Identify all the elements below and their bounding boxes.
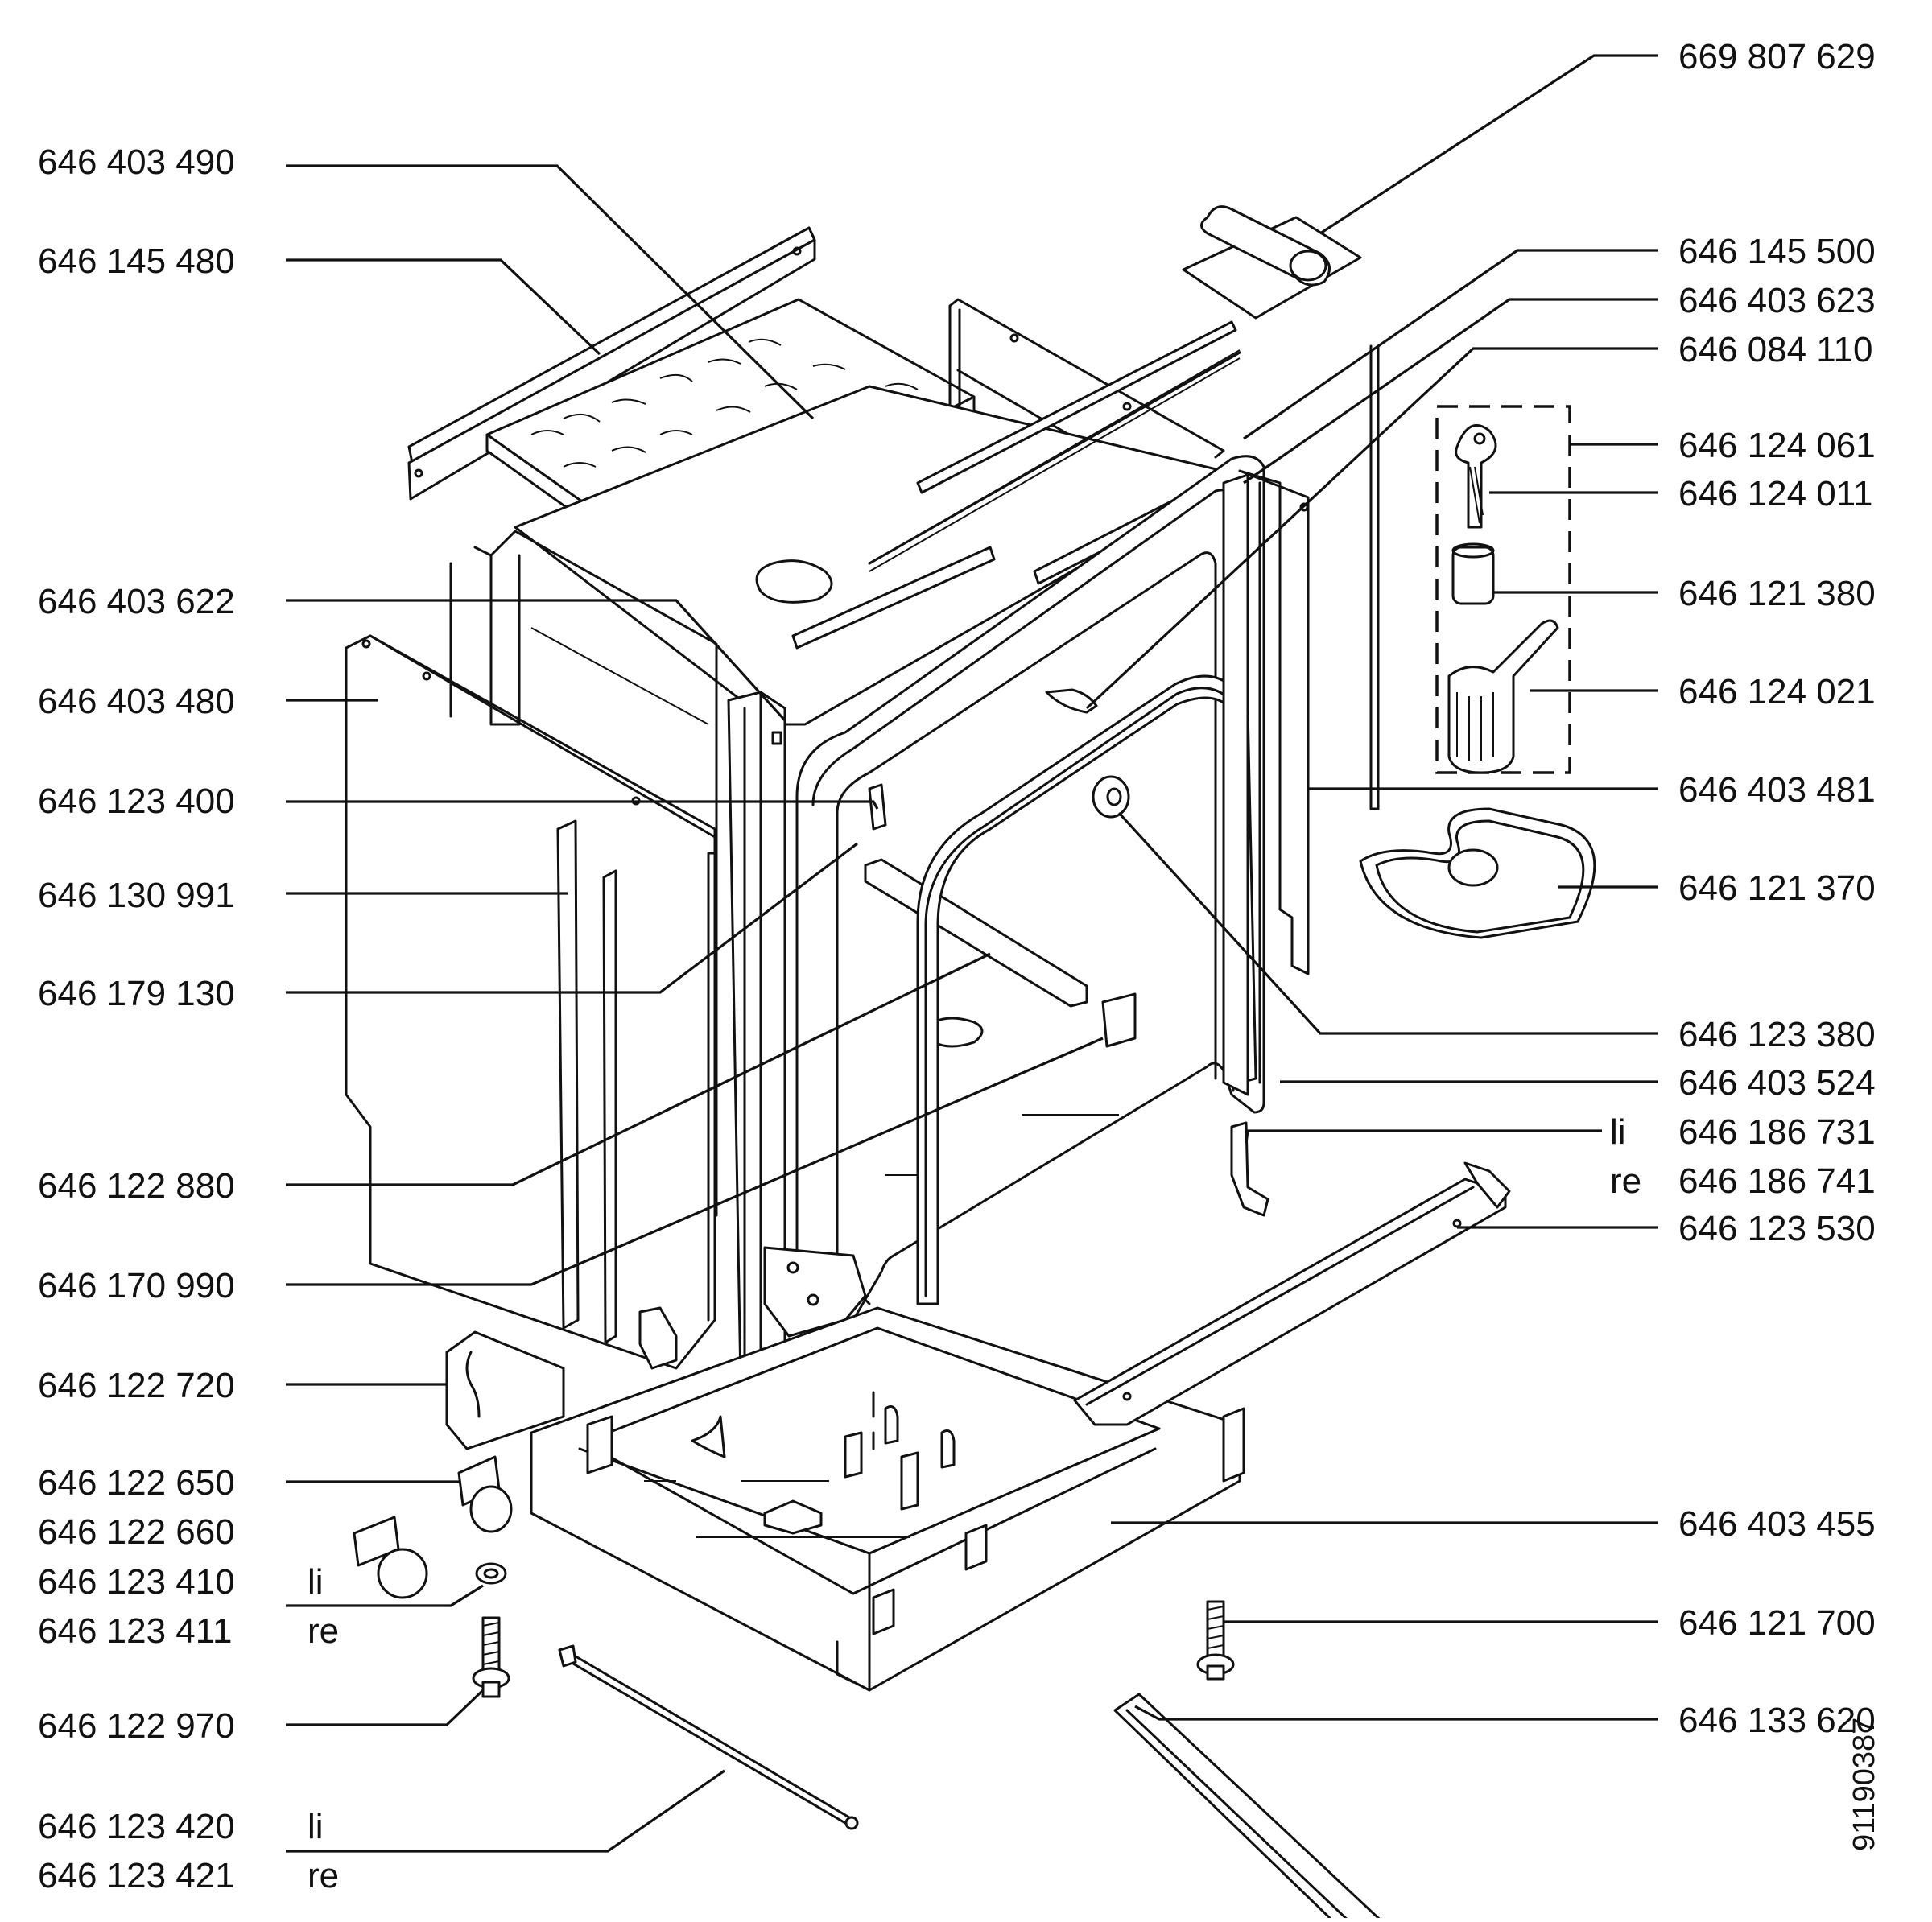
part-label: 646 403 622	[38, 582, 235, 621]
part-label: 669 807 629	[1678, 37, 1876, 76]
part-label: 646 121 700	[1678, 1603, 1876, 1643]
part-label: 646 123 420	[38, 1807, 235, 1846]
filter-plate	[1359, 807, 1596, 939]
cable	[558, 1644, 859, 1830]
leader-lines	[286, 54, 1658, 1853]
part-label: 646 145 480	[38, 241, 235, 281]
part-label: 646 124 011	[1678, 474, 1872, 513]
rear-cabinet-side	[449, 530, 718, 1217]
rear-base-rail	[1073, 1161, 1511, 1426]
part-label-prefix: li	[1610, 1112, 1626, 1152]
part-label: 646 122 650	[38, 1463, 235, 1503]
filter-group-box	[1435, 405, 1571, 774]
part-label: 646 403 623	[1678, 281, 1876, 320]
thin-top-rod	[868, 351, 1241, 565]
part-label: 646 124 061	[1678, 426, 1876, 465]
part-label: 646 403 455	[1678, 1504, 1876, 1544]
door-seal	[916, 674, 1257, 1305]
front-frame-left-post	[727, 691, 786, 1382]
part-label: 646 130 991	[38, 876, 235, 915]
part-label: 646 122 660	[38, 1512, 235, 1552]
part-label: 646 170 990	[38, 1266, 235, 1305]
left-labels: 646 403 490 646 145 480 646 403 622 646 …	[38, 142, 339, 1895]
part-label: 646 084 110	[1678, 330, 1872, 369]
filter-parts	[1447, 423, 1559, 774]
vertical-rod	[1369, 344, 1380, 810]
left-side-panel	[345, 634, 716, 1370]
bottom-seal-strip	[1113, 1693, 1385, 1922]
part-label: 646 186 741	[1678, 1161, 1876, 1201]
drawing-number: 91190387	[1847, 1718, 1881, 1851]
part-label: 646 403 480	[38, 682, 235, 721]
part-label-suffix: li	[308, 1562, 324, 1602]
part-label: 646 123 411	[38, 1611, 232, 1651]
part-label: 646 403 490	[38, 142, 235, 182]
latch-bracket	[1230, 1121, 1269, 1217]
part-label: 646 123 380	[1678, 1015, 1876, 1054]
part-label: 646 403 524	[1678, 1063, 1876, 1103]
part-label: 646 123 410	[38, 1562, 235, 1602]
part-label: 646 179 130	[38, 974, 235, 1013]
part-label-prefix: re	[1610, 1161, 1641, 1201]
foot-parts	[353, 1455, 1235, 1698]
dishwasher-frame-drawing	[345, 205, 1596, 1922]
part-label: 646 186 731	[1678, 1112, 1876, 1152]
part-label: 646 145 500	[1678, 232, 1876, 271]
base-frame	[530, 1306, 1245, 1692]
front-left-brackets	[445, 1306, 678, 1474]
round-bushing	[1092, 775, 1130, 819]
bottom-seal-strip-edge	[1125, 1709, 1352, 1922]
part-label-suffix: re	[308, 1611, 339, 1651]
right-side-panel	[1222, 469, 1310, 1096]
foil-roll	[1182, 205, 1362, 320]
part-label-suffix: li	[308, 1807, 324, 1846]
small-clip	[1045, 688, 1098, 714]
part-label: 646 133 620	[1678, 1701, 1876, 1740]
part-label: 646 121 370	[1678, 868, 1876, 908]
part-label: 646 122 970	[38, 1706, 235, 1746]
part-label: 646 123 530	[1678, 1209, 1876, 1248]
part-label-suffix: re	[308, 1856, 339, 1895]
part-label: 646 123 400	[38, 782, 235, 821]
part-label: 646 124 021	[1678, 672, 1876, 711]
part-label: 646 122 720	[38, 1366, 235, 1405]
part-label: 646 403 481	[1678, 770, 1876, 810]
right-labels: 669 807 629 646 145 500 646 403 623 646 …	[1610, 37, 1876, 1740]
part-label: 646 122 880	[38, 1166, 235, 1206]
part-label: 646 121 380	[1678, 574, 1876, 613]
part-label: 646 123 421	[38, 1856, 235, 1895]
